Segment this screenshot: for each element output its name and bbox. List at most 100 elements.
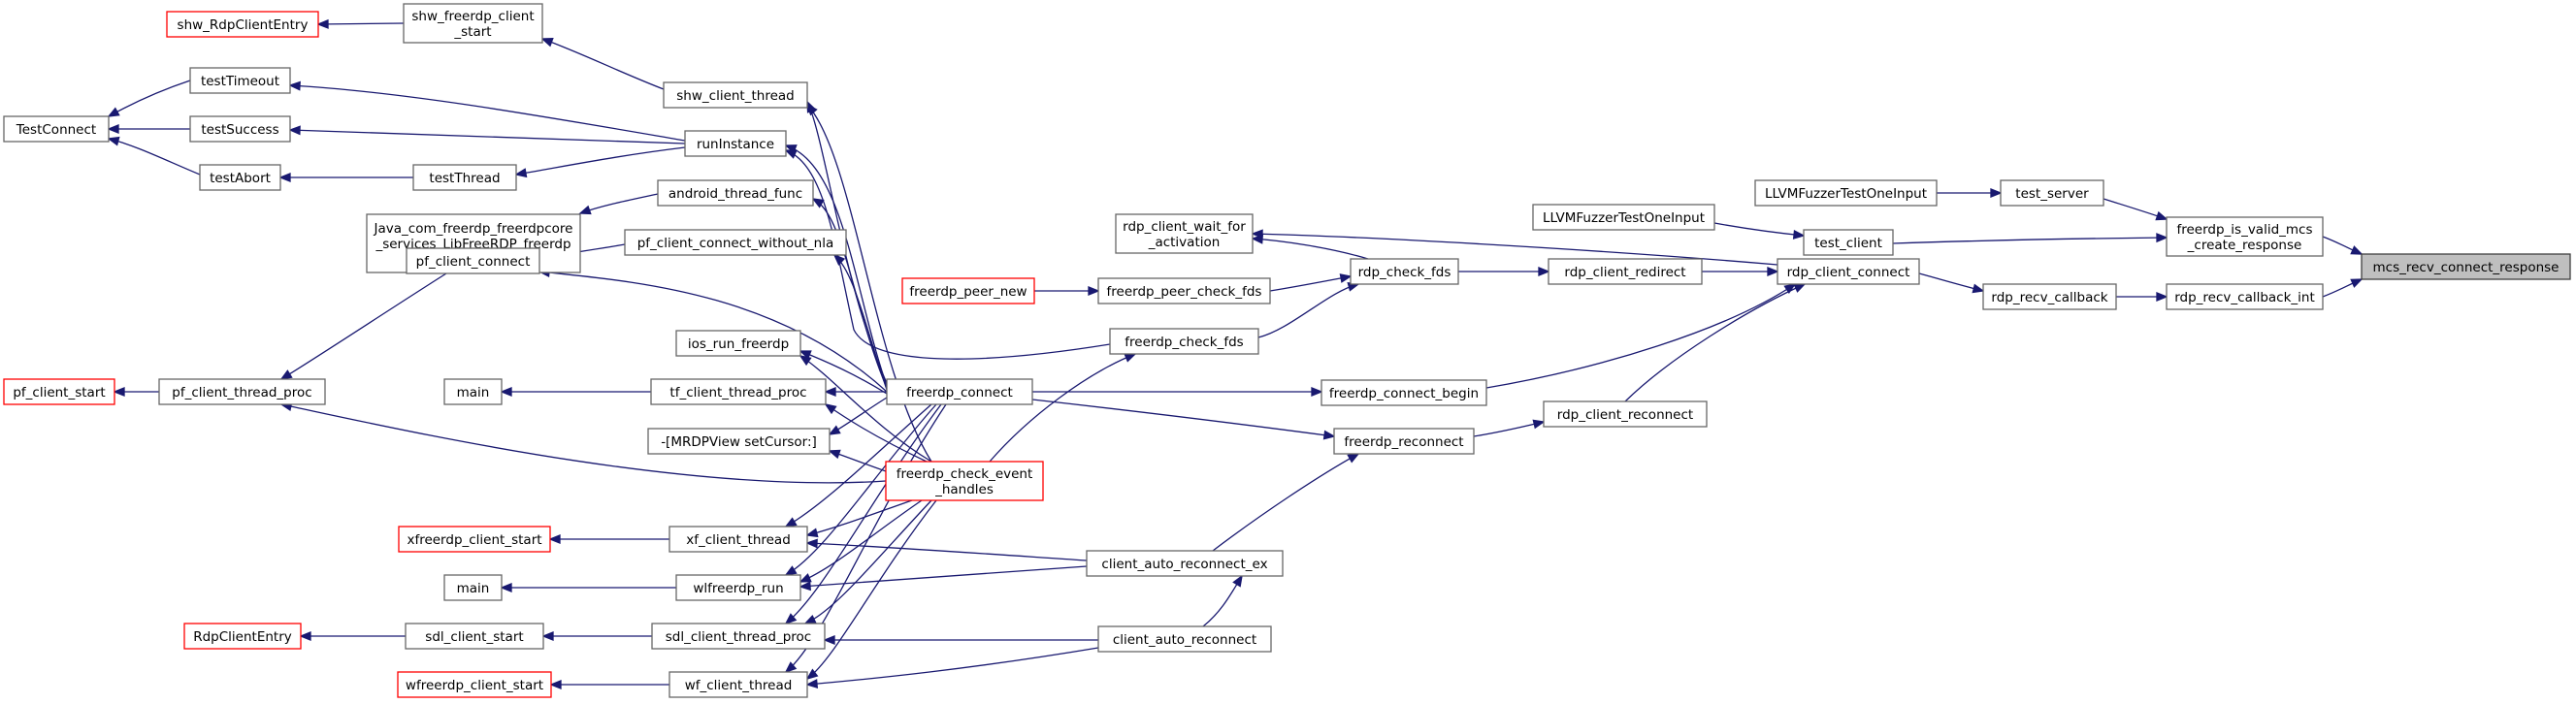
call-edge-fc-to-mrdp xyxy=(828,397,888,435)
graph-node-ri[interactable]: runInstance xyxy=(684,130,787,157)
graph-node-fceh[interactable]: freerdp_check_event_handles xyxy=(885,461,1044,501)
graph-node-shwct[interactable]: shw_client_thread xyxy=(663,81,808,109)
graph-node-main1[interactable]: main xyxy=(443,378,503,405)
call-edge-line xyxy=(799,499,923,583)
graph-node-label: TestConnect xyxy=(16,122,96,138)
graph-node-label: _create_response xyxy=(2187,238,2302,253)
graph-node-box xyxy=(403,3,543,44)
graph-node-box xyxy=(885,461,1044,501)
call-edge-fc-to-xfct xyxy=(784,403,932,528)
graph-node-mcs[interactable]: mcs_recv_connect_response xyxy=(2361,253,2571,280)
call-edge-line xyxy=(1892,237,2168,244)
graph-node-box xyxy=(398,526,551,553)
graph-node-label: -[MRDPView setCursor:] xyxy=(661,434,817,450)
graph-node-fcf[interactable]: freerdp_check_fds xyxy=(1109,328,1259,355)
call-edge-line xyxy=(989,353,1136,463)
call-edge-pfctp-to-pfcs xyxy=(113,387,159,397)
call-edge-arrowhead xyxy=(1124,353,1137,363)
call-edge-line xyxy=(289,129,686,144)
graph-node-box xyxy=(158,378,326,405)
call-edge-line xyxy=(806,499,937,680)
call-edge-arrowhead xyxy=(805,103,818,116)
call-edge-arrowhead xyxy=(1767,267,1779,276)
graph-node-box xyxy=(1543,400,1708,428)
call-edge-pfcc-to-pfctp xyxy=(279,272,447,380)
graph-node-pfcs[interactable]: pf_client_start xyxy=(3,378,115,405)
call-edge-testAbort-to-testConnect xyxy=(107,136,201,176)
call-edge-arrowhead xyxy=(2350,245,2364,255)
graph-node-fpcf[interactable]: freerdp_peer_check_fds xyxy=(1097,277,1271,304)
graph-node-label: wlfreerdp_run xyxy=(693,581,783,596)
call-edge-fcf-to-rcf xyxy=(1257,282,1360,338)
graph-node-xfcs[interactable]: xfreerdp_client_start xyxy=(398,526,551,553)
call-edge-testThread-to-testAbort xyxy=(278,173,413,182)
graph-node-testConnect[interactable]: TestConnect xyxy=(3,115,110,143)
graph-node-rcwfa[interactable]: rdp_client_wait_for_activation xyxy=(1115,213,1254,254)
graph-node-rrc[interactable]: rdp_recv_callback xyxy=(1982,283,2117,310)
graph-node-pfctp[interactable]: pf_client_thread_proc xyxy=(158,378,326,405)
graph-node-fcb[interactable]: freerdp_connect_begin xyxy=(1321,379,1487,406)
graph-node-main2[interactable]: main xyxy=(443,574,503,601)
graph-node-shwrdp[interactable]: shw_RdpClientEntry xyxy=(166,11,319,38)
graph-node-label: rdp_recv_callback xyxy=(1991,290,2107,305)
graph-node-wfcs[interactable]: wfreerdp_client_start xyxy=(397,671,552,698)
graph-node-pfcc[interactable]: pf_client_connect xyxy=(406,247,540,274)
call-edge-arrowhead xyxy=(1322,430,1336,440)
graph-node-frc[interactable]: freerdp_reconnect xyxy=(1333,428,1475,455)
graph-node-box xyxy=(668,671,808,698)
graph-node-llvm[interactable]: LLVMFuzzerTestOneInput xyxy=(1754,179,1938,207)
graph-node-testThread[interactable]: testThread xyxy=(412,164,517,191)
graph-node-testAbort[interactable]: testAbort xyxy=(199,164,281,191)
call-edge-line xyxy=(804,499,932,624)
graph-node-testTimeout[interactable]: testTimeout xyxy=(189,67,291,94)
graph-node-fivmcr[interactable]: freerdp_is_valid_mcs_create_response xyxy=(2166,216,2324,257)
call-edge-arrowhead xyxy=(541,631,554,641)
graph-node-box xyxy=(2361,253,2571,280)
call-edge-line xyxy=(280,272,447,380)
graph-node-sdlctp[interactable]: sdl_client_thread_proc xyxy=(651,623,826,650)
graph-node-pfccwn[interactable]: pf_client_connect_without_nla xyxy=(624,229,847,256)
graph-node-rcr[interactable]: rdp_client_redirect xyxy=(1548,258,1703,285)
graph-node-rcc[interactable]: rdp_client_connect xyxy=(1777,258,1920,285)
graph-node-label: wf_client_thread xyxy=(685,678,793,693)
call-edge-line xyxy=(1257,283,1359,338)
graph-node-wlr[interactable]: wlfreerdp_run xyxy=(675,574,801,601)
graph-node-rdpce[interactable]: RdpClientEntry xyxy=(183,623,302,650)
graph-node-label: sdl_client_start xyxy=(425,629,523,645)
call-edge-arrowhead xyxy=(288,125,301,136)
graph-node-test_server[interactable]: test_server xyxy=(2000,179,2104,207)
graph-node-rrci[interactable]: rdp_recv_callback_int xyxy=(2166,283,2324,310)
graph-node-box xyxy=(189,115,291,143)
graph-node-rcrc[interactable]: rdp_client_reconnect xyxy=(1543,400,1708,428)
graph-node-xfct[interactable]: xf_client_thread xyxy=(668,526,808,553)
graph-node-shwcs[interactable]: shw_freerdp_client_start xyxy=(403,3,543,44)
graph-node-test_client[interactable]: test_client xyxy=(1803,229,1894,256)
graph-node-att[interactable]: android_thread_func xyxy=(657,179,814,207)
call-edge-fceh-to-fcf xyxy=(989,353,1137,463)
graph-node-car[interactable]: client_auto_reconnect xyxy=(1097,625,1272,653)
graph-node-box xyxy=(1982,283,2117,310)
call-edge-wfct-to-wfcs xyxy=(549,680,669,689)
graph-node-label: _start xyxy=(453,24,491,40)
graph-node-care[interactable]: client_auto_reconnect_ex xyxy=(1086,550,1284,577)
graph-node-tfctp[interactable]: tf_client_thread_proc xyxy=(650,378,827,405)
graph-node-llvm2[interactable]: LLVMFuzzerTestOneInput xyxy=(1532,204,1715,231)
call-edge-arrowhead xyxy=(299,631,311,641)
graph-node-mrdp[interactable]: -[MRDPView setCursor:] xyxy=(647,428,831,455)
graph-node-testSuccess[interactable]: testSuccess xyxy=(189,115,291,143)
call-edge-line xyxy=(806,542,1088,561)
call-edge-arrowhead xyxy=(578,205,592,215)
call-edge-fpn-to-fpcf xyxy=(1034,286,1100,296)
graph-node-fpn[interactable]: freerdp_peer_new xyxy=(901,277,1035,304)
graph-node-rcf[interactable]: rdp_check_fds xyxy=(1350,258,1459,285)
graph-node-box xyxy=(1109,328,1259,355)
call-edge-arrowhead xyxy=(2156,233,2168,243)
graph-node-box xyxy=(405,623,544,650)
graph-node-irf[interactable]: ios_run_freerdp xyxy=(675,330,801,357)
call-edge-arrowhead xyxy=(784,565,798,576)
call-edge-line xyxy=(541,38,665,90)
graph-node-fc[interactable]: freerdp_connect xyxy=(886,378,1033,405)
graph-node-sdlcs[interactable]: sdl_client_start xyxy=(405,623,544,650)
call-edge-line xyxy=(538,271,888,393)
graph-node-wfct[interactable]: wf_client_thread xyxy=(668,671,808,698)
